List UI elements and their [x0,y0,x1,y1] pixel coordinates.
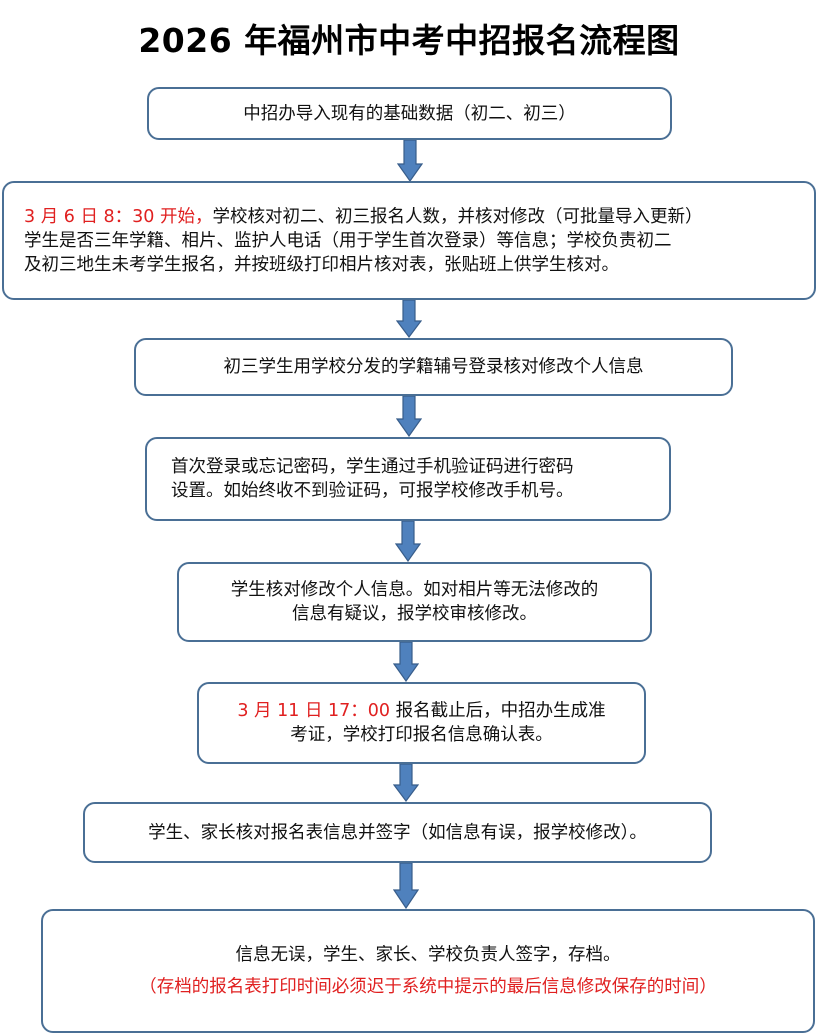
step-6-highlight: 3 月 11 日 17：00 [237,701,396,721]
step-4-box: 首次登录或忘记密码，学生通过手机验证码进行密码 设置。如始终收不到验证码，可报学… [145,437,671,521]
step-1-box: 中招办导入现有的基础数据（初二、初三） [147,87,672,140]
step-2-text-line-3: 及初三地生未考学生报名，并按班级打印相片核对表，张贴班上供学生核对。 [24,254,619,275]
step-2-highlight: 3 月 6 日 8：30 开始， [24,206,213,227]
step-8-note: （存档的报名表打印时间必须迟于系统中提示的最后信息修改保存的时间） [139,977,717,997]
arrow-2 [396,300,422,338]
arrow-3 [396,396,422,437]
step-7-box: 学生、家长核对报名表信息并签字（如信息有误，报学校修改）。 [83,802,712,863]
arrow-6 [393,764,419,802]
arrow-4 [395,521,421,562]
page-title: 2026 年福州市中考中招报名流程图 [138,21,680,60]
step-2-text-line-2: 学生是否三年学籍、相片、监护人电话（用于学生首次登录）等信息；学校负责初二 [24,230,672,251]
step-8-box: 信息无误，学生、家长、学校负责人签字，存档。 （存档的报名表打印时间必须迟于系统… [41,909,815,1033]
step-6-box: 3 月 11 日 17：00 报名截止后，中招办生成准 考证，学校打印报名信息确… [197,682,646,764]
step-2-box: 3 月 6 日 8：30 开始，学校核对初二、初三报名人数，并核对修改（可批量导… [2,181,816,300]
step-7-text: 学生、家长核对报名表信息并签字（如信息有误，报学校修改）。 [148,822,647,843]
arrow-7 [393,863,419,909]
arrow-1 [397,140,423,182]
step-5-text-line-1: 学生核对修改个人信息。如对相片等无法修改的 [230,580,599,600]
step-4-text-line-2: 设置。如始终收不到验证码，可报学校修改手机号。 [171,481,574,501]
step-1-text: 中招办导入现有的基础数据（初二、初三） [243,103,576,124]
step-5-text-line-2: 信息有疑议，报学校审核修改。 [292,604,537,624]
step-6-text-line-2: 考证，学校打印报名信息确认表。 [290,725,553,745]
step-2-text-line-1: 学校核对初二、初三报名人数，并核对修改（可批量导入更新） [212,206,703,227]
step-3-text: 初三学生用学校分发的学籍辅号登录核对修改个人信息 [223,357,644,377]
step-8-text: 信息无误，学生、家长、学校负责人签字，存档。 [235,945,621,965]
step-5-box: 学生核对修改个人信息。如对相片等无法修改的 信息有疑议，报学校审核修改。 [177,562,652,642]
arrow-5 [393,642,419,682]
step-6-text-line-1: 报名截止后，中招办生成准 [395,701,606,721]
step-4-text-line-1: 首次登录或忘记密码，学生通过手机验证码进行密码 [171,457,574,477]
step-3-box: 初三学生用学校分发的学籍辅号登录核对修改个人信息 [134,338,733,396]
